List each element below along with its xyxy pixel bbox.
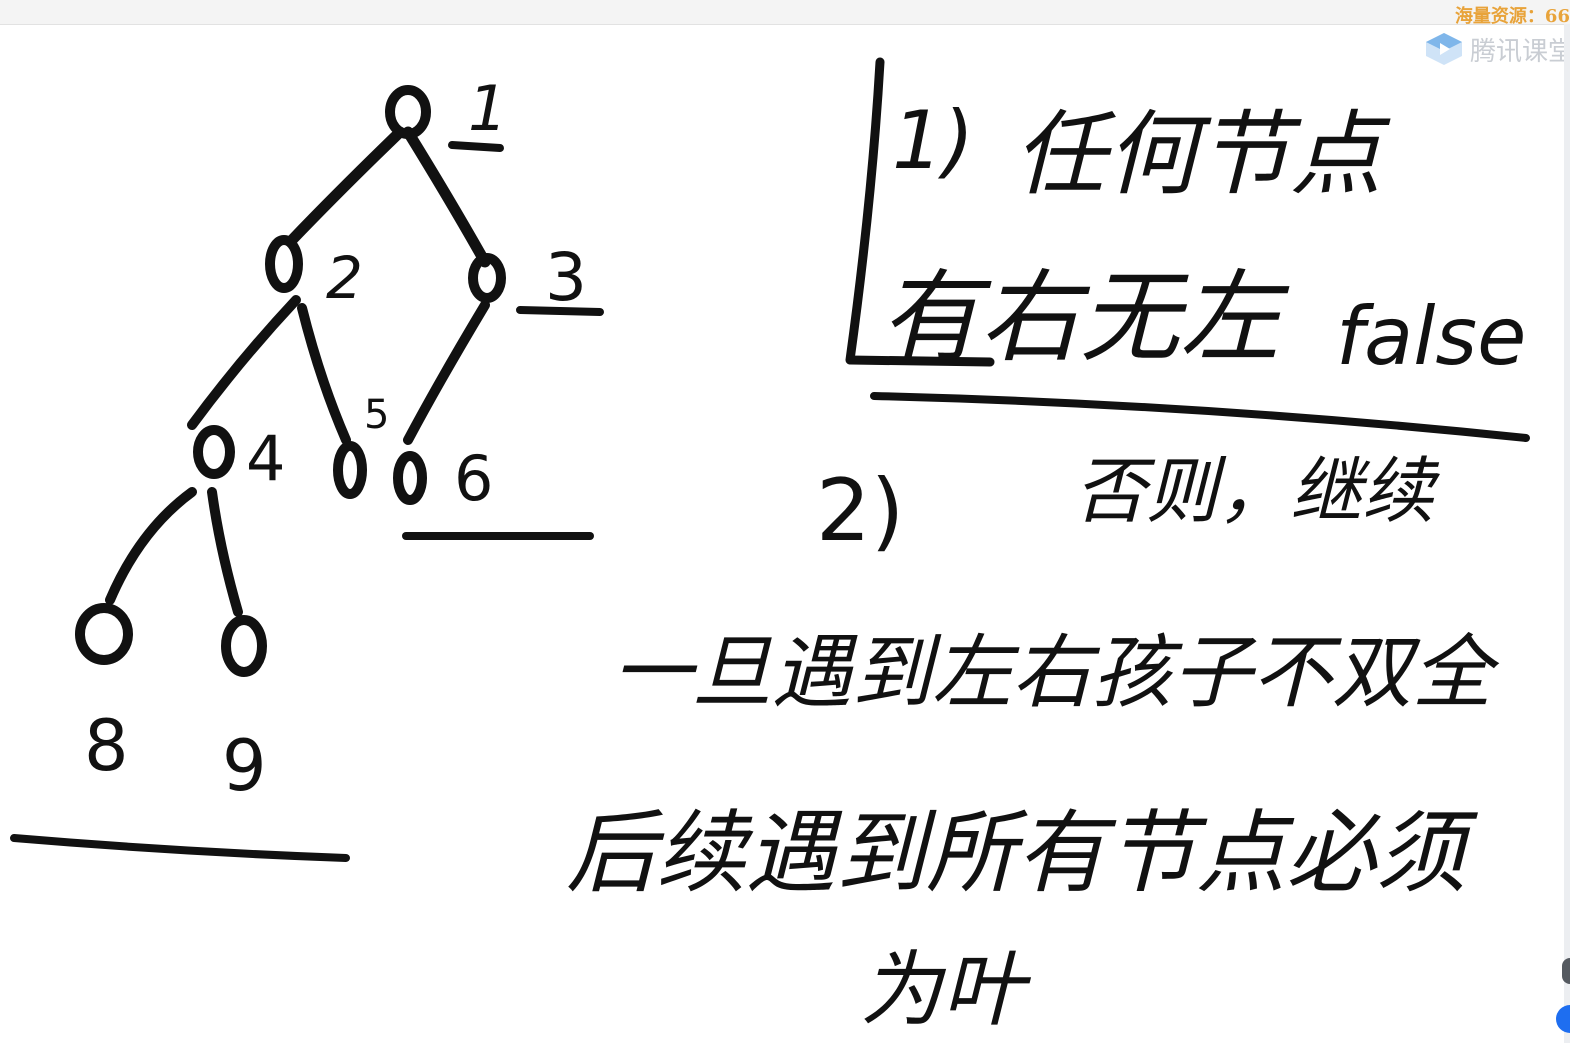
side-tab[interactable] [1562, 958, 1570, 984]
play-cube-icon [1424, 31, 1464, 67]
scroll-button[interactable] [1556, 1005, 1570, 1033]
node-label-2: 2 [326, 244, 363, 312]
rule-1-else: 否则，继续 [1074, 449, 1440, 533]
brand-name: 腾讯课堂 [1470, 36, 1570, 67]
tree-edges [105, 126, 491, 617]
rule-2-line-1: 一旦遇到左右孩子不双全 [612, 626, 1500, 719]
rule-1-false: false [1336, 290, 1526, 383]
rule-2-number: 2) [816, 461, 904, 561]
whiteboard: 1 2 3 4 5 6 8 9 1) 任何节点 有右无左 false 否则，继续… [10, 57, 1530, 1038]
scroll-track[interactable] [1564, 24, 1570, 1043]
node-label-3: 3 [545, 239, 587, 316]
rule-2-line-3: 为叶 [860, 943, 1032, 1038]
node-label-9: 9 [222, 725, 267, 807]
tree-underlines [10, 141, 604, 862]
rule-2-line-2: 后续遇到所有节点必须 [566, 801, 1478, 906]
node-label-8: 8 [84, 705, 129, 787]
watermark-text: 海量资源：66 [1454, 6, 1570, 24]
node-label-4: 4 [246, 422, 285, 495]
node-label-5: 5 [364, 392, 389, 438]
rule-1-number: 1) [892, 94, 974, 187]
node-label-1: 1 [468, 72, 507, 145]
tree-node-labels: 1 2 3 4 5 6 8 9 [84, 72, 587, 807]
tree-node-circles [75, 85, 506, 677]
rule-1-line-2: 有右无左 [880, 259, 1290, 376]
top-bar [0, 0, 1570, 25]
rule-1-line-1: 任何节点 [1014, 101, 1391, 208]
rule-1: 1) 任何节点 有右无左 false 否则，继续 [845, 57, 1530, 533]
rule-2: 2) 一旦遇到左右孩子不双全 后续遇到所有节点必须 为叶 [566, 461, 1500, 1038]
node-label-6: 6 [454, 442, 493, 515]
brand-logo: 腾讯课堂 [1424, 30, 1570, 68]
